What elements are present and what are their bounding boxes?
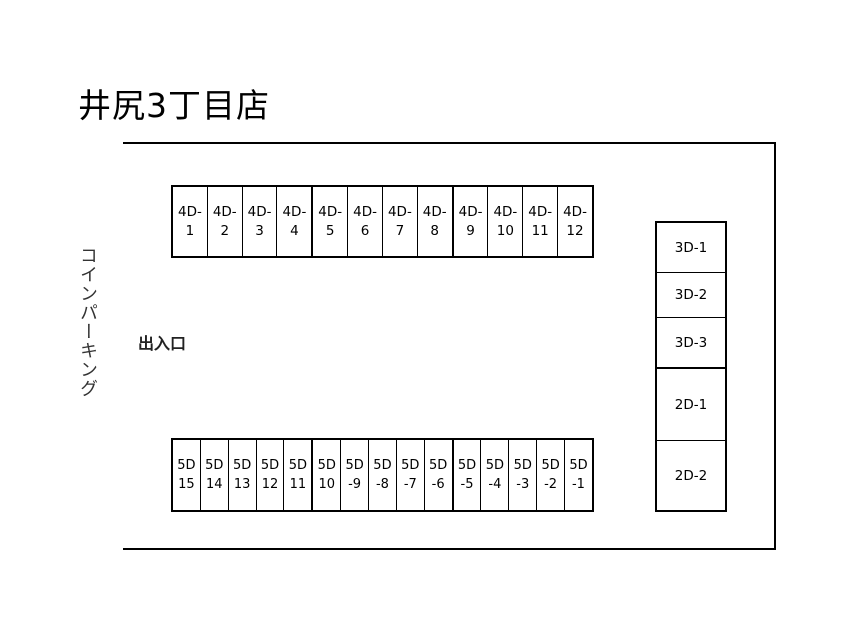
space-5d-8[interactable]: 5D -8 <box>369 440 397 510</box>
space-3d-2[interactable]: 3D-2 <box>657 273 725 318</box>
space-5d-14[interactable]: 5D 14 <box>201 440 229 510</box>
space-4d-7[interactable]: 4D- 7 <box>383 187 418 256</box>
space-5d-13[interactable]: 5D 13 <box>229 440 257 510</box>
space-4d-11[interactable]: 4D- 11 <box>523 187 559 256</box>
space-3d-1[interactable]: 3D-1 <box>657 223 725 273</box>
space-5d-7[interactable]: 5D -7 <box>397 440 425 510</box>
space-3d-3[interactable]: 3D-3 <box>657 318 725 369</box>
space-5d-11[interactable]: 5D 11 <box>284 440 314 510</box>
space-5d-1[interactable]: 5D -1 <box>569 458 588 492</box>
space-5d-3[interactable]: 5D -3 <box>509 440 538 510</box>
space-row-5d: 5D 15 5D 14 5D 13 5D 12 5D 11 5D 10 5D -… <box>171 438 594 512</box>
lot-boundary <box>123 142 776 550</box>
space-4d-4[interactable]: 4D- 4 <box>277 187 314 256</box>
space-4d-3[interactable]: 4D- 3 <box>243 187 278 256</box>
space-4d-9[interactable]: 4D- 9 <box>454 187 489 256</box>
space-5d-9[interactable]: 5D -9 <box>341 440 370 510</box>
space-4d-8[interactable]: 4D- 8 <box>418 187 454 256</box>
space-5d-4[interactable]: 5D -4 <box>481 440 510 510</box>
coin-parking-label: コインパーキング <box>77 246 98 398</box>
space-2d-2[interactable]: 2D-2 <box>674 467 708 484</box>
space-column-right: 3D-1 3D-2 3D-3 2D-1 2D-2 <box>655 221 727 512</box>
page-title: 井尻3丁目店 <box>78 86 270 125</box>
space-4d-2[interactable]: 4D- 2 <box>208 187 243 256</box>
space-5d-15[interactable]: 5D 15 <box>173 440 201 510</box>
space-4d-6[interactable]: 4D- 6 <box>348 187 383 256</box>
entrance-label: 出入口 <box>138 334 187 353</box>
space-5d-10[interactable]: 5D 10 <box>313 440 342 510</box>
space-4d-5[interactable]: 4D- 5 <box>313 187 349 256</box>
space-4d-1[interactable]: 4D- 1 <box>173 187 208 256</box>
space-4d-10[interactable]: 4D- 10 <box>488 187 524 256</box>
space-4d-12[interactable]: 4D- 12 <box>563 203 587 239</box>
space-5d-5[interactable]: 5D -5 <box>454 440 482 510</box>
space-5d-6[interactable]: 5D -6 <box>425 440 454 510</box>
space-5d-12[interactable]: 5D 12 <box>257 440 285 510</box>
space-2d-1[interactable]: 2D-1 <box>657 369 725 441</box>
space-row-4d: 4D- 1 4D- 2 4D- 3 4D- 4 4D- 5 4D- 6 4D- … <box>171 185 594 258</box>
space-5d-2[interactable]: 5D -2 <box>537 440 566 510</box>
